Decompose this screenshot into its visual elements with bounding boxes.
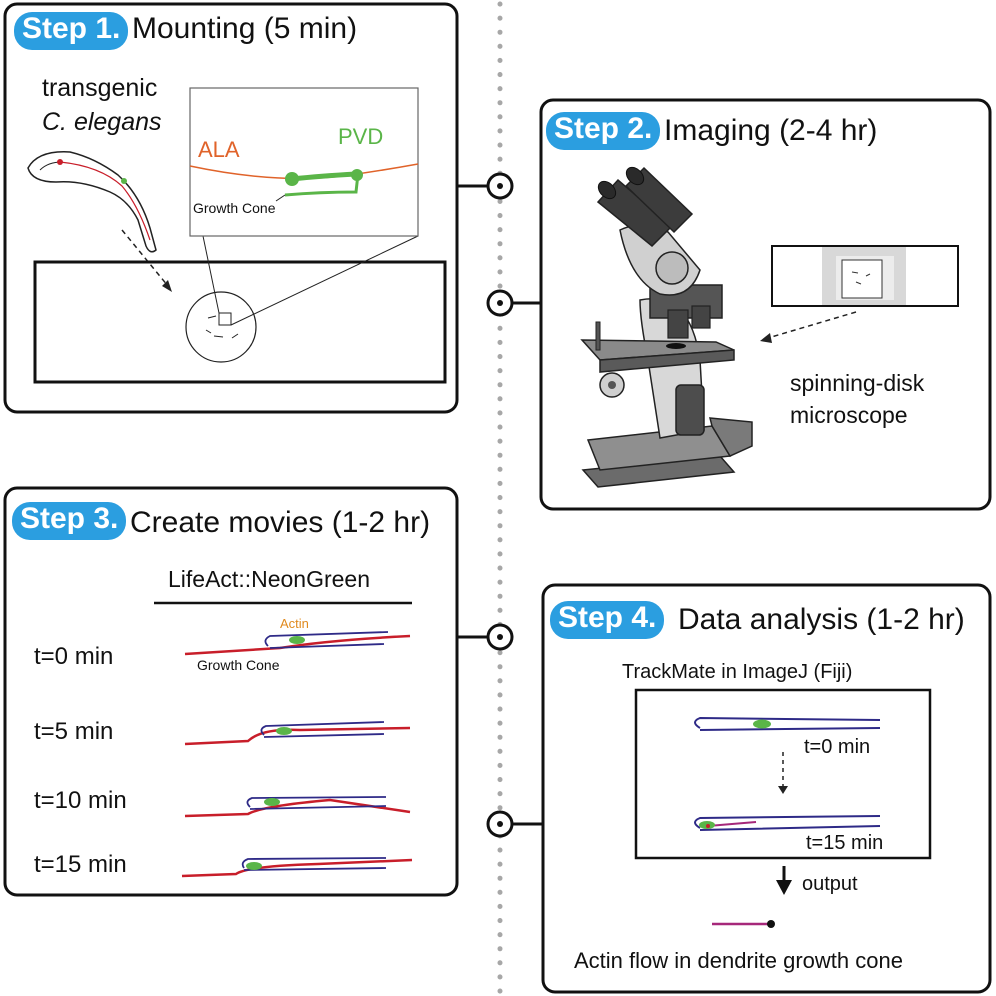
step1-panel: [3, 2, 459, 414]
microscope-icon: [580, 166, 753, 488]
step3-panel: [3, 486, 459, 897]
ala-label: ALA: [198, 137, 240, 162]
worm-icon: [27, 151, 157, 253]
step2-panel: [539, 98, 992, 511]
step4-title: Data analysis (1-2 hr): [678, 603, 965, 636]
frame-t5: [184, 721, 411, 746]
pvd-label: PVD: [338, 124, 384, 149]
coverslip-drop: [185, 291, 257, 363]
frame-t15: [181, 857, 413, 878]
timepoint-label: t=0 min: [34, 643, 114, 670]
slide-icon: [771, 245, 959, 307]
microscope-label-2: microscope: [790, 402, 908, 428]
track-legend: [712, 920, 775, 928]
software-label: TrackMate in ImageJ (Fiji): [622, 661, 853, 683]
slide-outline: [33, 260, 447, 384]
step4-panel: [541, 583, 992, 994]
arrow-down-icon: [776, 866, 792, 895]
result-label: Actin flow in dendrite growth cone: [574, 948, 903, 973]
zoom-inset: [189, 87, 419, 237]
step2-title: Imaging (2-4 hr): [664, 114, 878, 147]
step3-title: Create movies (1-2 hr): [130, 506, 431, 539]
mount-arrow: [121, 229, 169, 287]
microscope-label-1: spinning-disk: [790, 370, 925, 396]
trackmate-window: [634, 688, 932, 860]
step4-badge: Step 4.: [550, 601, 665, 639]
frame-t10: [184, 796, 411, 818]
track-frame-start: [694, 716, 881, 731]
actin-label: Actin: [280, 616, 309, 631]
growth-cone-label-step3: Growth Cone: [197, 657, 280, 673]
growth-cone-label: Growth Cone: [193, 200, 276, 216]
timepoint-label: t=10 min: [34, 787, 127, 814]
t-start-label: t=0 min: [804, 736, 871, 758]
organism-label: transgenic: [42, 74, 158, 102]
column-header: LifeAct::NeonGreen: [168, 566, 371, 592]
step1-badge: Step 1.: [14, 12, 129, 50]
timepoint-label: t=15 min: [34, 851, 127, 878]
step2-badge: Step 2.: [546, 112, 661, 150]
image-arrow: [767, 311, 857, 339]
t-end-label: t=15 min: [806, 832, 884, 854]
step1-title: Mounting (5 min): [132, 12, 358, 45]
timepoint-label: t=5 min: [34, 718, 114, 745]
track-frame-end: [694, 815, 881, 831]
step3-badge: Step 3.: [12, 502, 127, 540]
frame-t0: [184, 631, 411, 656]
organism-species: C. elegans: [42, 108, 162, 136]
output-label: output: [802, 873, 858, 895]
